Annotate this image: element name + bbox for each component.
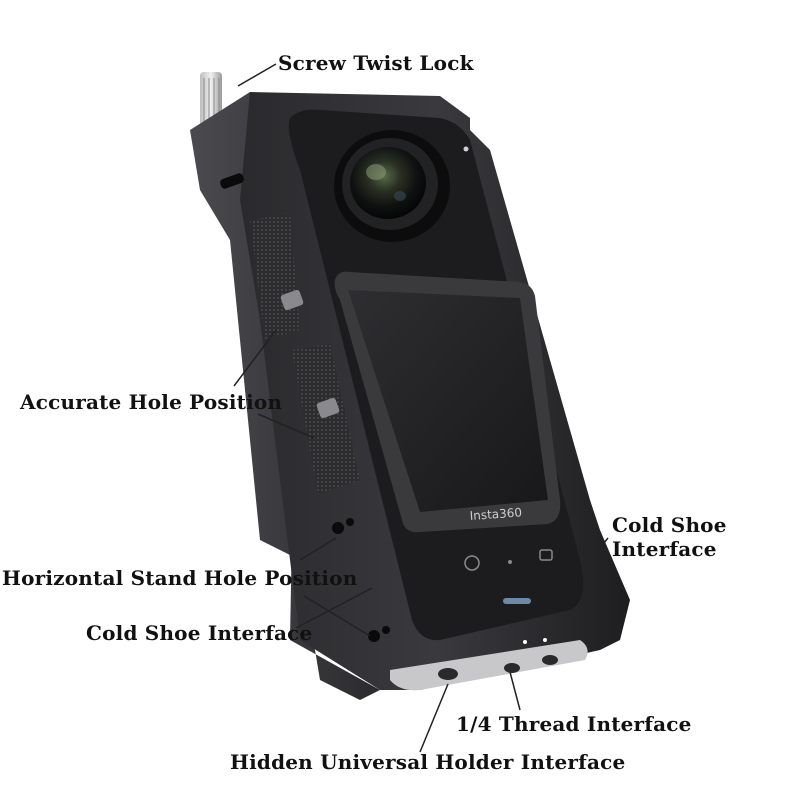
side-button-icon [316, 397, 340, 419]
lens [334, 130, 450, 242]
circle-button-icon[interactable] [464, 555, 480, 571]
label-line: Cold Shoe [612, 513, 727, 537]
bottom-plate [390, 640, 588, 691]
label-line: Interface [612, 537, 717, 561]
label-accurate-hole-position: Accurate Hole Position [20, 390, 283, 414]
thread-hole [542, 655, 558, 665]
indicator-dot [508, 560, 512, 564]
leader-lines [233, 63, 609, 753]
label-quarter-thread-interface: 1/4 Thread Interface [456, 712, 692, 736]
side-button-icon [280, 289, 304, 311]
label-horizontal-stand-hole-position: Horizontal Stand Hole Position [2, 566, 358, 590]
mode-switch-icon[interactable] [539, 549, 553, 561]
brand-logo: Insta360 [469, 505, 522, 523]
label-cold-shoe-interface-left: Cold Shoe Interface [86, 621, 313, 645]
side-grip-lower [292, 344, 360, 494]
strap-slot [220, 173, 244, 189]
indicator-dot [523, 640, 527, 644]
status-light [503, 598, 531, 604]
mounting-holes [332, 146, 469, 642]
label-cold-shoe-interface-right: Cold Shoe Interface [612, 513, 727, 561]
label-hidden-universal-holder-interface: Hidden Universal Holder Interface [230, 750, 626, 774]
touch-screen: Insta360 [334, 271, 561, 533]
thread-hole [438, 668, 458, 680]
indicator-dot [543, 638, 547, 642]
thread-hole [504, 663, 520, 673]
camera-buttons [464, 549, 553, 604]
label-screw-twist-lock: Screw Twist Lock [278, 51, 474, 75]
